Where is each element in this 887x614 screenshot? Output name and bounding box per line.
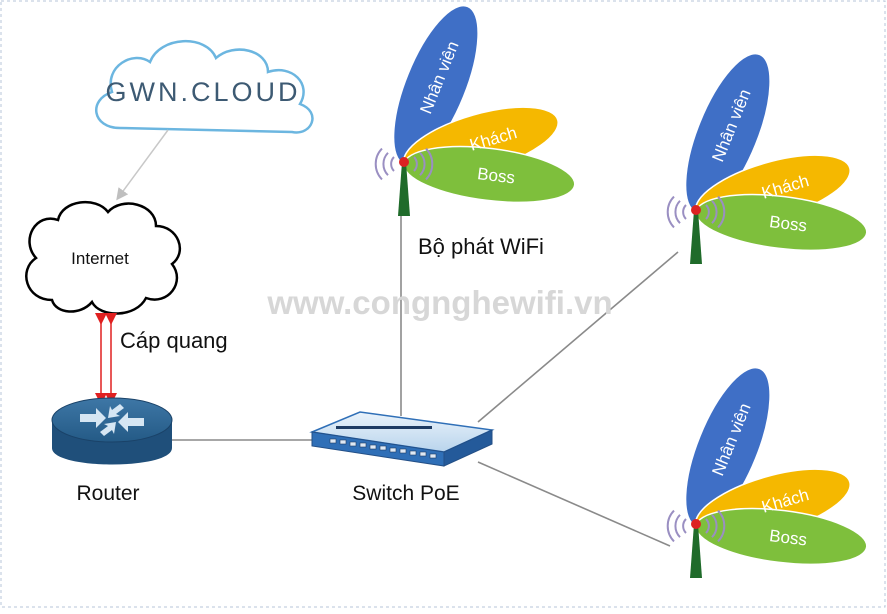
cloud-internet-link [116,129,169,201]
fiber-link [95,313,117,405]
antenna-icon [666,509,726,578]
cloud-label: GWN.CLOUD [106,77,301,107]
ssid-label: Boss [768,526,808,549]
antenna-icon [374,147,434,216]
gwn-cloud: GWN.CLOUD [95,40,314,134]
router-icon [51,397,173,465]
fiber-label: Cáp quang [120,328,228,353]
ssid-label: Boss [768,212,808,235]
switch-label: Switch PoE [352,482,459,505]
watermark: www.congnghewifi.vn [266,284,612,321]
switch-ap2-link [477,251,679,423]
internet-cloud: Internet [25,200,182,315]
ap-caption: Bộ phát WiFi [418,234,544,259]
switch-ap3-link [477,461,671,547]
ssid-label: Boss [476,164,516,187]
antenna-icon [666,195,726,264]
switch-icon [309,411,495,467]
internet-label: Internet [71,249,129,268]
network-links [172,200,679,547]
router-label: Router [76,482,139,505]
